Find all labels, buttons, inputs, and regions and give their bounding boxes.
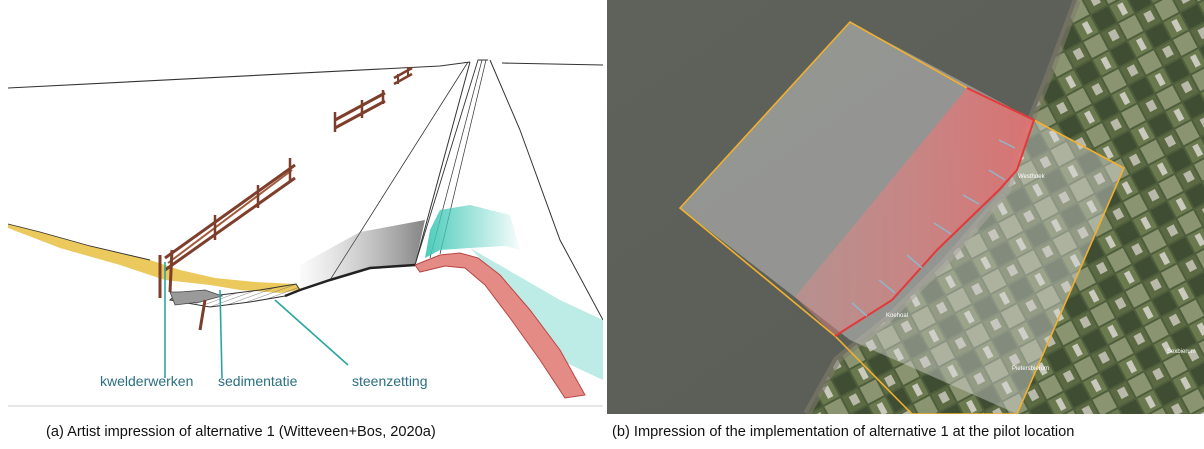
place-label-4: Sexbierum xyxy=(1167,349,1196,355)
horizon-line xyxy=(7,61,603,89)
satellite-map: Westhoek Koehoal Pietersbierum Sexbierum xyxy=(607,0,1204,414)
dike-body xyxy=(299,59,603,399)
brushwood-fences xyxy=(158,66,413,331)
caption-b: (b) Impression of the implementation of … xyxy=(612,424,1075,440)
label-steenzetting: steenzetting xyxy=(352,373,428,389)
label-kwelderwerken: kwelderwerken xyxy=(100,373,193,389)
dike-toe-line xyxy=(284,263,416,298)
caption-a: (a) Artist impression of alternative 1 (… xyxy=(46,424,436,440)
place-label-3: Pietersbierum xyxy=(1012,366,1049,372)
mainland-fields xyxy=(807,0,1204,414)
place-label-1: Westhoek xyxy=(1018,174,1046,180)
coastline xyxy=(803,0,1081,414)
place-label-2: Koehoal xyxy=(886,313,908,319)
dike-line xyxy=(834,87,1036,337)
panel-a: kwelderwerken sedimentatie steenzetting … xyxy=(7,59,603,440)
groyne-ticks xyxy=(851,139,1016,317)
intervention-zone xyxy=(795,88,1034,336)
label-sedimentatie: sedimentatie xyxy=(218,373,298,389)
salt-marsh-sediment xyxy=(7,223,300,293)
artist-impression-drawing: kwelderwerken sedimentatie steenzetting xyxy=(7,59,603,407)
pilot-area-outline xyxy=(678,20,1126,414)
panel-b: Westhoek Koehoal Pietersbierum Sexbierum… xyxy=(607,0,1204,449)
label-leaders xyxy=(164,262,349,379)
stone-revetment xyxy=(168,283,301,308)
